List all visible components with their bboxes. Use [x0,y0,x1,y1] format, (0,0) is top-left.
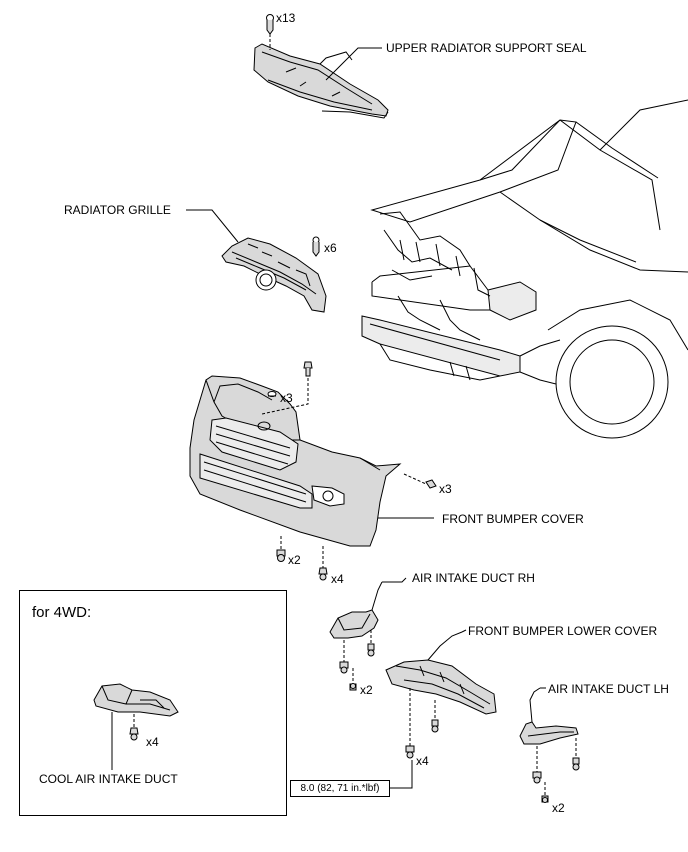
qty-bumper-bottom-clips: x4 [331,572,344,586]
seal-clip-part [266,14,274,35]
duct-rh-clip-part [339,643,375,691]
label-air-intake-duct-lh: AIR INTAKE DUCT LH [548,682,669,696]
qty-bumper-bottom-screws: x2 [288,553,301,567]
upper-radiator-support-seal-part [253,43,389,119]
grille-clip-part [312,236,320,257]
torque-spec-box: 8.0 (82, 71 in.*lbf) [290,780,390,797]
radiator-grille-part [221,237,327,313]
lower-cover-bolt-part [405,719,439,759]
bumper-top-bolt-part [303,361,313,377]
front-bumper-lower-cover-part [385,631,497,715]
inset-title: for 4WD: [32,604,92,621]
seal-label-leader [325,47,382,81]
vehicle-front-view [361,99,688,439]
qty-grille-clips: x6 [324,241,337,255]
qty-seal-clips: x13 [276,11,296,25]
bumper-side-screw-leader [403,473,427,485]
qty-cool-duct-clips: x4 [146,735,159,749]
qty-lower-cover-bolts: x4 [416,754,429,768]
front-bumper-cover-part [189,375,402,547]
inset-4wd-box [19,590,287,816]
label-cool-air-intake-duct: COOL AIR INTAKE DUCT [39,772,178,786]
cool-air-intake-duct-part [93,683,179,717]
duct-lh-clip-part [532,757,580,803]
air-intake-duct-lh-part [519,687,579,745]
label-upper-radiator-support-seal: UPPER RADIATOR SUPPORT SEAL [386,41,587,55]
cool-duct-clip-part [129,727,139,741]
qty-duct-rh-clips: x2 [360,683,373,697]
torque-leader [390,760,413,789]
label-air-intake-duct-rh: AIR INTAKE DUCT RH [412,571,535,585]
bumper-top-bolt-leader [261,378,309,415]
label-radiator-grille: RADIATOR GRILLE [64,203,171,217]
duct-lh-clip-leader [536,738,577,796]
bumper-bottom-screw-part [276,549,286,562]
air-intake-duct-rh-part [329,581,383,639]
bumper-side-screw-part [425,479,437,489]
lower-cover-label-leader [461,629,467,633]
qty-duct-lh-clips: x2 [552,801,565,815]
duct-rh-label-leader [382,577,407,583]
duct-rh-clip-leader [343,630,372,682]
grille-label-leader [186,209,239,243]
lower-cover-bolt-leader [409,688,436,746]
bumper-bottom-clip-part [318,567,328,581]
label-front-bumper-lower-cover: FRONT BUMPER LOWER COVER [468,624,658,638]
bumper-top-clip-part [267,391,277,397]
qty-bumper-top-clips: x3 [280,391,293,405]
qty-bumper-side-screws: x3 [439,482,452,496]
label-front-bumper-cover: FRONT BUMPER COVER [442,512,584,526]
